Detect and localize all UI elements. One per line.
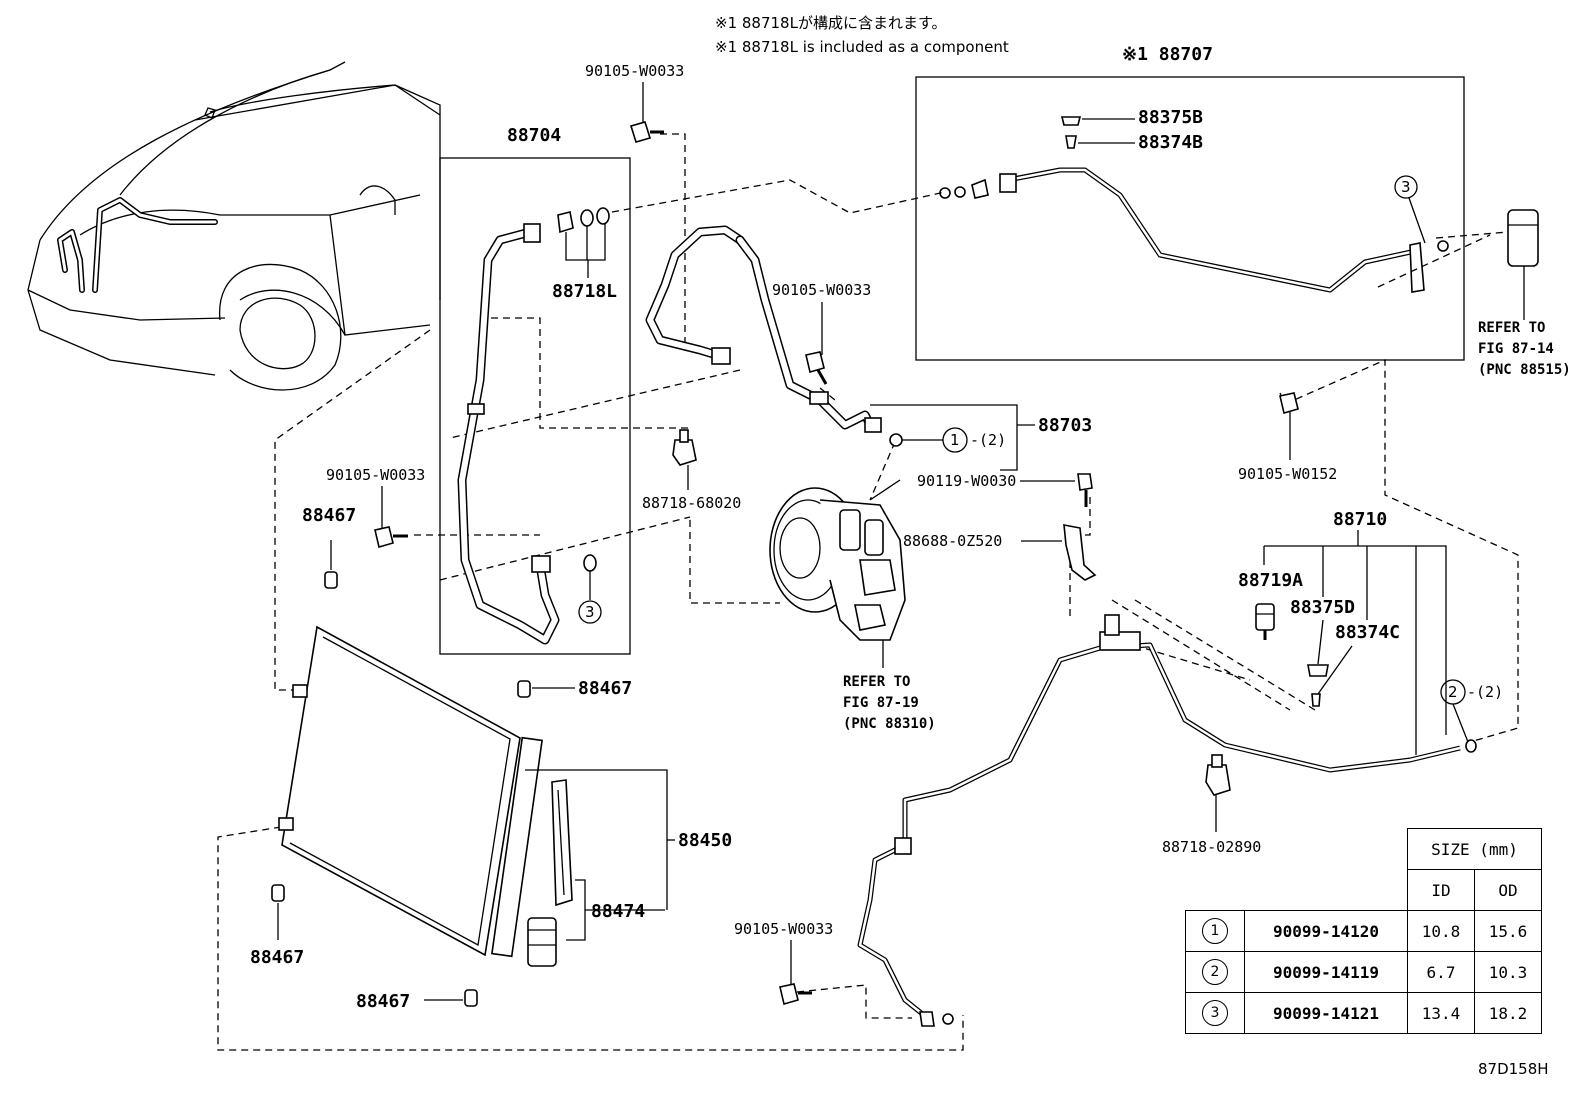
bolt-90105-left <box>374 526 408 548</box>
callout-2-number: 2 <box>1448 683 1458 701</box>
label-88703: 88703 <box>1038 415 1092 436</box>
bolt-90105-W0152 <box>1279 392 1299 460</box>
table-row: 2 90099-14119 6.7 10.3 <box>1185 951 1542 993</box>
oring-size-table: SIZE (mm) ID OD 1 90099-14120 10.8 15.6 … <box>1185 828 1542 1034</box>
oring-3-lower <box>583 554 597 572</box>
grommet-88467-b <box>517 680 531 698</box>
desiccant-88474 <box>527 779 573 967</box>
row-callout: 2 <box>1202 959 1228 985</box>
figure-id: 87D158H <box>1478 1060 1549 1078</box>
row-od: 10.3 <box>1474 951 1542 993</box>
row-part: 90099-14120 <box>1244 910 1408 952</box>
callout-3-lower-number: 3 <box>585 603 595 621</box>
label-90105-top: 90105-W0033 <box>585 62 684 80</box>
row-callout: 1 <box>1202 918 1228 944</box>
label-88375B: 88375B <box>1138 107 1203 128</box>
label-88718L: 88718L <box>552 281 617 302</box>
label-88474: 88474 <box>591 901 645 922</box>
table-row: 3 90099-14121 13.4 18.2 <box>1185 992 1542 1034</box>
assembly-88707-frame <box>915 76 1465 361</box>
row-id: 10.8 <box>1407 910 1475 952</box>
callout-1-number: 1 <box>950 431 960 449</box>
label-88710: 88710 <box>1333 509 1387 530</box>
label-88450: 88450 <box>678 830 732 851</box>
label-88374B: 88374B <box>1138 132 1203 153</box>
receiver-fitting <box>1507 209 1539 320</box>
grommet-88467-d <box>464 989 478 1007</box>
ref-receiver-3: (PNC 88515) <box>1478 362 1571 378</box>
hose-88703 <box>645 225 882 433</box>
ref-compressor-1: REFER TO <box>843 674 910 690</box>
core-88374C <box>1311 693 1321 707</box>
callout-3-lower <box>578 600 602 624</box>
label-88707: ※1 88707 <box>1122 44 1213 65</box>
label-88718-68020: 88718-68020 <box>642 494 741 512</box>
row-id: 13.4 <box>1407 992 1475 1034</box>
bolt-90105-mid <box>805 351 828 385</box>
label-90105-bottom: 90105-W0033 <box>734 920 833 938</box>
oring-1 <box>889 433 903 447</box>
bolt-90105-bottom <box>779 983 812 1005</box>
grommet-88467-c <box>271 884 285 902</box>
callout-3-top <box>1394 175 1418 199</box>
tube-88710 <box>857 614 1477 1027</box>
callout-1 <box>942 427 968 453</box>
switch-88719A <box>1255 603 1275 640</box>
bolt-90105-top <box>629 121 664 143</box>
ref-compressor-3: (PNC 88310) <box>843 716 936 732</box>
note-japanese: ※1 88718Lが構成に含まれます。 <box>715 14 946 32</box>
row-part: 90099-14121 <box>1244 992 1408 1034</box>
label-90105-mid: 90105-W0033 <box>772 281 871 299</box>
grommet-88467-a <box>324 571 338 589</box>
row-part: 90099-14119 <box>1244 951 1408 993</box>
label-88704: 88704 <box>507 125 561 146</box>
clamp-88718-02890 <box>1205 754 1231 796</box>
label-88467-a: 88467 <box>302 505 356 526</box>
label-88467-d: 88467 <box>356 991 410 1012</box>
cap-88375B <box>1060 116 1082 126</box>
label-90105-W0152: 90105-W0152 <box>1238 465 1337 483</box>
core-88374B <box>1065 135 1077 149</box>
row-id: 6.7 <box>1407 951 1475 993</box>
row-od: 15.6 <box>1474 910 1542 952</box>
callout-2-qty: -(2) <box>1467 683 1503 701</box>
bolt-90119 <box>1077 473 1093 507</box>
bracket-88688 <box>1063 524 1097 581</box>
label-88688-0Z520: 88688-0Z520 <box>903 532 1002 550</box>
condenser-88450 <box>278 625 543 958</box>
cap-88375D <box>1307 664 1329 677</box>
label-88718-02890: 88718-02890 <box>1162 838 1261 856</box>
table-row: 1 90099-14120 10.8 15.6 <box>1185 910 1542 952</box>
callout-3-top-number: 3 <box>1401 178 1411 196</box>
label-88719A: 88719A <box>1238 570 1303 591</box>
row-callout: 3 <box>1202 1000 1228 1026</box>
clamp-88718-68020 <box>672 429 697 466</box>
vehicle-outline <box>27 61 441 391</box>
hose-88704-frame <box>439 157 631 655</box>
ref-receiver-1: REFER TO <box>1478 320 1545 336</box>
note-english: ※1 88718L is included as a component <box>715 38 1009 56</box>
col-od-header: OD <box>1474 869 1542 911</box>
ref-compressor-2: FIG 87-19 <box>843 695 919 711</box>
compressor <box>769 479 906 641</box>
col-id-header: ID <box>1407 869 1475 911</box>
size-header: SIZE (mm) <box>1407 828 1542 870</box>
label-90105-left: 90105-W0033 <box>326 466 425 484</box>
label-88375D: 88375D <box>1290 597 1355 618</box>
label-88467-c: 88467 <box>250 947 304 968</box>
callout-1-qty: -(2) <box>970 431 1006 449</box>
ref-receiver-2: FIG 87-14 <box>1478 341 1554 357</box>
row-od: 18.2 <box>1474 992 1542 1034</box>
clip-88718L <box>557 207 610 278</box>
hose-88704 <box>457 223 560 645</box>
label-90119-W0030: 90119-W0030 <box>917 472 1016 490</box>
label-88374C: 88374C <box>1335 622 1400 643</box>
label-88467-b: 88467 <box>578 678 632 699</box>
pipe-88707 <box>939 167 1449 293</box>
